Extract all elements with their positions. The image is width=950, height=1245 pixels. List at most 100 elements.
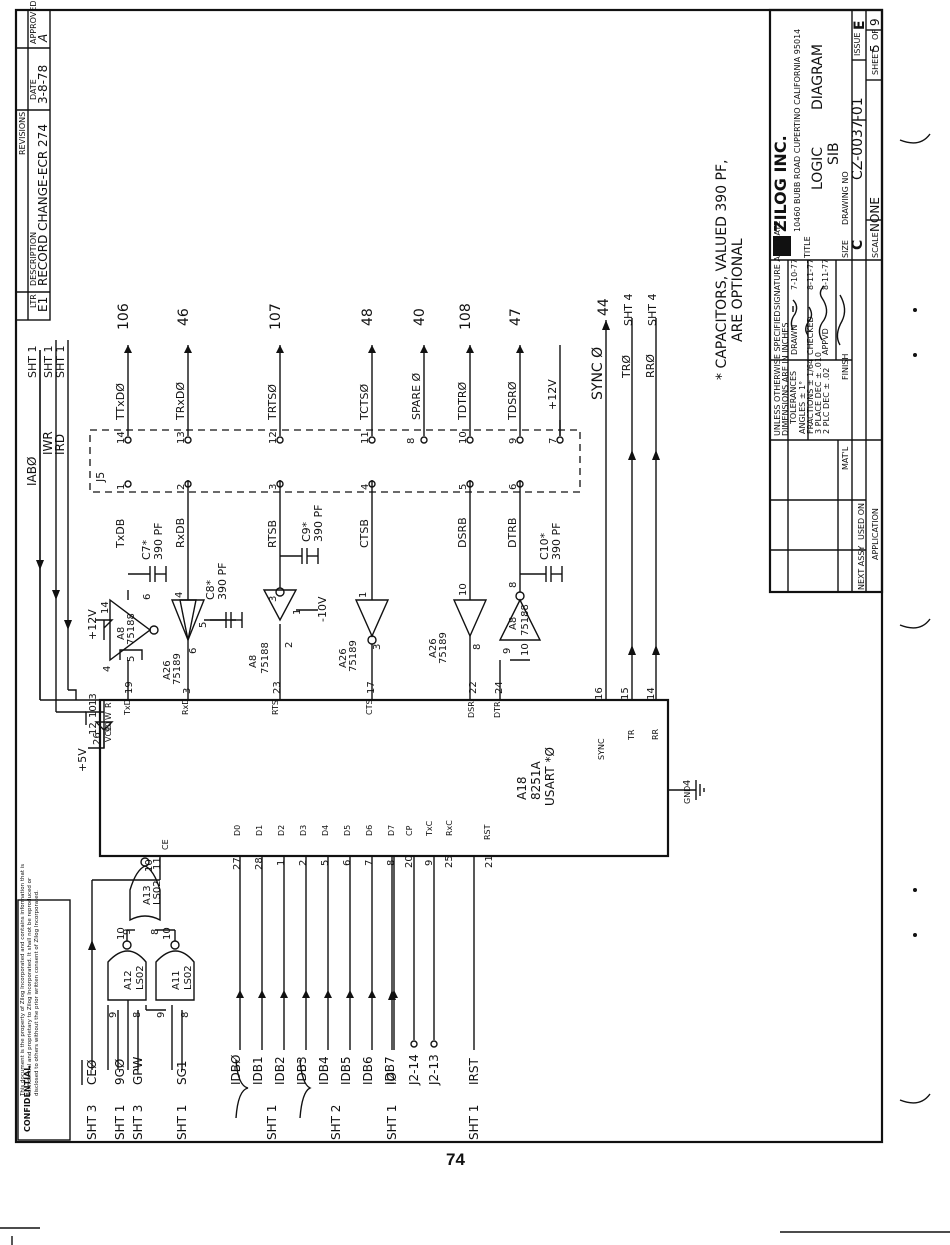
approved-signature: [818, 285, 828, 341]
data-bus: SHT 1 SHT 2 IDBØ IDB1 IDB2 IDB3 IDB4 IDB…: [229, 856, 398, 1140]
material-label: MAT'L: [841, 446, 850, 470]
j5-right-pin-12: 12: [268, 431, 279, 444]
sheet-number: 5: [868, 44, 882, 52]
drawn-label: DRAWN: [790, 325, 799, 355]
usart-label-r: R: [104, 702, 113, 708]
confidential-title: CONFIDENTIAL: [23, 1066, 32, 1132]
confidential-note: CONFIDENTIAL This document is the proper…: [17, 864, 71, 1141]
buffer-a26b-part: 75189: [348, 640, 359, 672]
usart-pin-14: 14: [646, 687, 657, 700]
buffer-a26b-pin1: 1: [358, 592, 369, 598]
usart-part: 8251A: [529, 760, 543, 800]
application-label: APPLICATION: [871, 508, 880, 560]
checked-signature: [805, 306, 813, 336]
j5-input-arrow-6: [516, 345, 524, 353]
a8-pin14: 14: [100, 601, 111, 614]
data-bus-sheet-2: SHT 2: [329, 1105, 343, 1140]
usart-pin-13: 13: [88, 693, 99, 706]
gate-a13-pin10: 10: [144, 859, 155, 872]
signal-rr0: RRØ: [644, 354, 657, 378]
gate-a12-pin10: 10: [116, 927, 127, 940]
j5-right-node-5: [466, 436, 474, 444]
signal-tcts0: TCTSØ: [358, 384, 371, 421]
j5-left-node-2: [276, 480, 284, 488]
sync-tr-rr-outputs: SYNC Ø 44 TRØ SHT 4 RRØ SHT 4: [590, 294, 660, 700]
used-on-label: USED ON: [857, 503, 866, 540]
input-signal-9g0: 9GØ: [113, 1059, 127, 1085]
net-txdb: TxDB: [114, 519, 127, 549]
buffer-a8-pin5: 5: [126, 656, 137, 662]
usart-label-rst: RST: [483, 824, 492, 840]
usart-label-sync: SYNC: [597, 738, 606, 760]
j5-left-node-0: [124, 480, 132, 488]
buffer-a8-pin6: 6: [142, 594, 153, 600]
usart-pin-19: 19: [124, 681, 135, 694]
tolerance-line-7: 2 PLC DEC ± .02: [822, 368, 831, 434]
clock-sheet: SHT 1: [385, 1105, 399, 1140]
usart-cs-pin: 11: [152, 857, 163, 870]
j5-left-node-3: [368, 480, 376, 488]
bus-signal-idb2: IDB2: [273, 1056, 287, 1085]
buffer-a26-pin5: 5: [198, 622, 209, 628]
j5-left-pin-6: 6: [508, 484, 519, 490]
tolerance-line-2: DIMENSIONS ARE IN INCHES: [781, 323, 790, 436]
usart-pin-16: 16: [594, 687, 605, 700]
usart-label-d0: D0: [233, 825, 242, 836]
signal-spare0: SPARE Ø: [410, 372, 423, 420]
signal-ird: IRD: [53, 434, 67, 455]
tolerance-line-6: 3 PLACE DEC ± .010: [814, 352, 823, 434]
buffer-a8b-part: 75188: [260, 642, 271, 674]
c10-value: 390 PF: [550, 523, 563, 560]
input-sheet-gpw: SHT 3: [131, 1105, 145, 1140]
gate-a13-ref: A13: [142, 885, 153, 905]
j5-left-node-5: [466, 480, 474, 488]
usart-label-d7: D7: [387, 825, 396, 836]
input-sheet-ce0: SHT 3: [85, 1105, 99, 1140]
signal-tr0-ref: SHT 4: [622, 294, 635, 326]
input-sheet-sg1: SHT 1: [175, 1105, 189, 1140]
drawn-date: 7-10-77: [790, 259, 799, 290]
buffer-a26c-ref: A26: [428, 638, 439, 658]
data-bus-arrow-4: [324, 990, 332, 998]
j5-left-node-1: [184, 480, 192, 488]
j5-right-pin-14: 14: [116, 431, 127, 444]
usart-label-d5: D5: [343, 825, 352, 836]
gate-a13-pin9: 9: [122, 929, 133, 935]
j5-right-pin-7: 7: [548, 438, 559, 444]
gate-a12-part: LS02: [135, 965, 146, 990]
j5-left-pin-1: 1: [116, 484, 127, 490]
checked-label: CHECKED: [806, 316, 815, 355]
j5-right-node-3: [368, 436, 376, 444]
dest-106: 106: [116, 303, 132, 330]
revisions-approved-header: APPROVED: [29, 0, 38, 44]
j5-right-pin-11: 11: [360, 431, 371, 444]
usart-label-txd: TxD: [123, 699, 132, 716]
buffer-a26-part: 75189: [172, 653, 183, 685]
dest-107: 107: [268, 303, 284, 330]
data-bus-arrow-6: [368, 990, 376, 998]
usart-pin-27: 27: [232, 857, 243, 870]
dest-108: 108: [458, 303, 474, 330]
connector-j5-label: J5: [94, 472, 107, 483]
buffer-a8c-ref: A8: [508, 617, 519, 630]
c10-ref: C10*: [538, 532, 551, 560]
usart-ref: A18: [515, 777, 529, 800]
approved-label: APPVD: [821, 328, 830, 355]
usart-label-d4: D4: [321, 825, 330, 836]
drawn-signature: [790, 299, 798, 331]
finish-label: FINISH: [841, 354, 850, 380]
issue-label: ISSUE: [853, 33, 862, 56]
gate-a12-pin8: 8: [132, 1012, 143, 1018]
j5-right-pin-8: 8: [406, 438, 417, 444]
signal-tdtr0: TDTRØ: [456, 381, 469, 421]
gate-a11-pin8: 8: [180, 1012, 191, 1018]
revisions-ltr-header: LTR: [29, 294, 38, 308]
j5-right-pin-13: 13: [176, 431, 187, 444]
clock-reset-inputs: SHT 1 IØ J2-14 J2-13 SHT 1 IRST: [385, 856, 481, 1140]
revision-block: REVISIONS LTR DESCRIPTION DATE APPROVED …: [15, 0, 51, 321]
usart-pin-10: 10: [88, 705, 99, 718]
gate-a11-ref: A11: [171, 970, 182, 990]
input-sheet-9g0: SHT 1: [113, 1105, 127, 1140]
net-dtrb: DTRB: [506, 518, 519, 548]
